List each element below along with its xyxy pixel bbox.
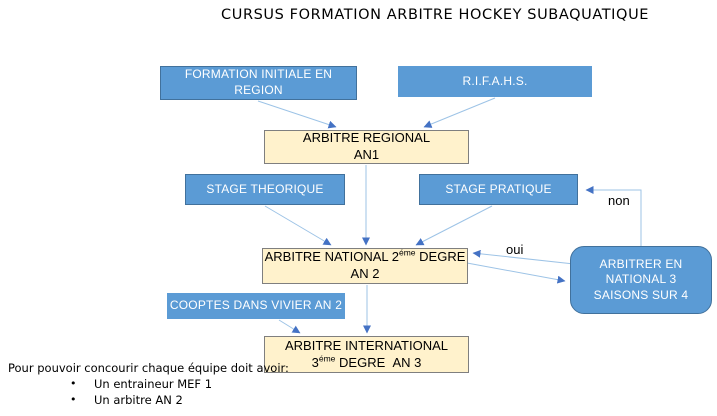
footnote-bullet: Un entraineur MEF 1 bbox=[8, 377, 289, 391]
superscript-eme: éme bbox=[398, 247, 416, 258]
arrow-pratique-to-national bbox=[415, 205, 493, 246]
arrow-oui-arbitrer-to-national bbox=[472, 249, 575, 265]
node-formation-initiale: FORMATION INITIALE EN REGION bbox=[160, 66, 357, 100]
node-label: FORMATION INITIALE EN REGION bbox=[184, 67, 333, 97]
diagram-title: CURSUS FORMATION ARBITRE HOCKEY SUBAQUAT… bbox=[221, 7, 650, 23]
footnote-bullet: Un arbitre AN 2 bbox=[8, 393, 289, 407]
node-arbitrer-en-national: ARBITRER EN NATIONAL 3 SAISONS SUR 4 bbox=[570, 246, 712, 314]
edge-label-oui: oui bbox=[506, 242, 524, 257]
superscript-eme: éme bbox=[318, 353, 336, 364]
footnote-intro: Pour pouvoir concourir chaque équipe doi… bbox=[8, 361, 289, 375]
node-rifahs: R.I.F.A.H.S. bbox=[398, 66, 592, 97]
arrow-rifahs-to-regional bbox=[423, 97, 496, 128]
node-label: R.I.F.A.H.S. bbox=[462, 73, 528, 88]
footnote-list: Un entraineur MEF 1 Un arbitre AN 2 bbox=[8, 377, 289, 407]
node-label: STAGE THEORIQUE bbox=[206, 181, 324, 196]
node-arbitre-regional: ARBITRE REGIONAL AN1 bbox=[264, 130, 469, 164]
arrow-cooptes-to-international bbox=[278, 319, 301, 334]
node-label-line2: 3éme DEGRE AN 3 bbox=[311, 353, 422, 370]
edge-label-non: non bbox=[608, 193, 630, 208]
node-stage-pratique: STAGE PRATIQUE bbox=[419, 174, 578, 205]
arrow-theorique-to-national bbox=[264, 205, 332, 246]
node-label: COOPTES DANS VIVIER AN 2 bbox=[169, 298, 343, 313]
node-label-line2: AN1 bbox=[353, 147, 380, 162]
node-label-line1: ARBITRE REGIONAL bbox=[302, 130, 431, 146]
node-arbitre-national: ARBITRE NATIONAL 2éme DEGRE AN 2 bbox=[262, 248, 468, 284]
node-cooptes-vivier: COOPTES DANS VIVIER AN 2 bbox=[167, 293, 345, 319]
node-label-line2: AN 2 bbox=[350, 266, 380, 281]
footnote: Pour pouvoir concourir chaque équipe doi… bbox=[8, 361, 289, 407]
node-stage-theorique: STAGE THEORIQUE bbox=[185, 174, 345, 205]
arrow-national-to-arbitrer bbox=[466, 262, 566, 284]
node-label: STAGE PRATIQUE bbox=[445, 181, 552, 196]
node-label-line1: ARBITRE NATIONAL 2éme DEGRE bbox=[264, 247, 466, 265]
node-label-line1: ARBITRE INTERNATIONAL bbox=[284, 337, 448, 353]
node-label: ARBITRER EN NATIONAL 3 SAISONS SUR 4 bbox=[593, 256, 689, 302]
node-arbitre-international: ARBITRE INTERNATIONAL 3éme DEGRE AN 3 bbox=[264, 336, 469, 373]
arrow-formation-to-regional bbox=[257, 100, 337, 129]
